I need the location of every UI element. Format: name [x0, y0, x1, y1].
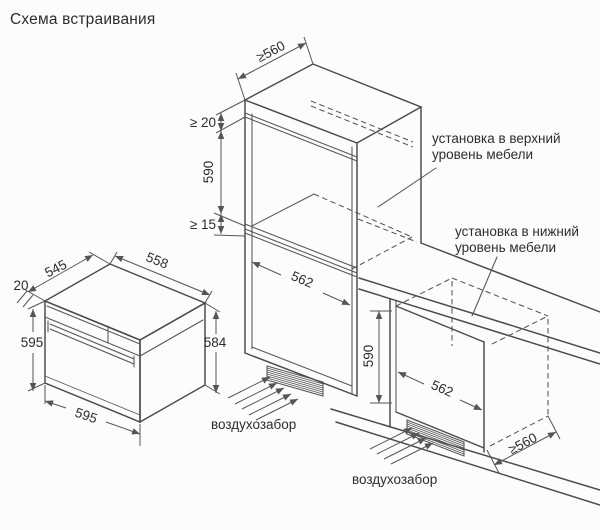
tall-cabinet-drawing: ≥560 ≥ 20 590 ≥ 15 562 воздухозабор [190, 36, 423, 432]
label-air-intake-lower: воздухозабор [352, 472, 437, 487]
page-title: Схема встраивания [10, 11, 155, 28]
dim-oven-width: 595 [73, 405, 99, 427]
vent-grille [266, 365, 324, 397]
dim-oven-height-body: 584 [204, 335, 227, 350]
dim-lower-niche-height: 590 [361, 345, 376, 368]
oven-handle [47, 320, 135, 368]
annotation-upper-level-text: установка в верхний [432, 131, 561, 146]
base-cabinet-drawing: 562 590 ≥560 воздухозабор [352, 277, 561, 487]
dim-base-cabinet-depth: ≥560 [506, 430, 539, 457]
annotation-upper-level-text: уровень мебели [432, 147, 533, 162]
dim-oven-front-overhang: 20 [13, 278, 28, 293]
annotation-lower-level-text: установка в нижний [455, 224, 579, 239]
air-intake-arrows [369, 427, 434, 465]
annotation-lower-level-text: уровень мебели [455, 240, 556, 255]
countertop [358, 242, 600, 365]
air-intake-arrows [227, 376, 299, 421]
oven-drawing: 545 20 558 595 584 595 [13, 249, 227, 446]
dim-oven-depth: 545 [42, 257, 69, 281]
label-air-intake-upper: воздухозабор [211, 417, 296, 432]
dim-upper-niche-height: 590 [201, 161, 216, 184]
dim-bottom-clearance: ≥ 15 [190, 217, 216, 232]
dim-oven-height-front: 595 [21, 335, 44, 350]
dim-lower-niche-width: 562 [429, 377, 456, 400]
annotation-lower-level: установка в нижний уровень мебели [455, 224, 579, 317]
dim-top-clearance: ≥ 20 [190, 115, 216, 130]
vent-grille [406, 419, 465, 457]
annotation-upper-level: установка в верхний уровень мебели [377, 131, 561, 208]
dim-upper-niche-width: 562 [289, 268, 316, 291]
floor-line [330, 408, 600, 506]
dim-oven-body-width: 558 [144, 249, 171, 271]
